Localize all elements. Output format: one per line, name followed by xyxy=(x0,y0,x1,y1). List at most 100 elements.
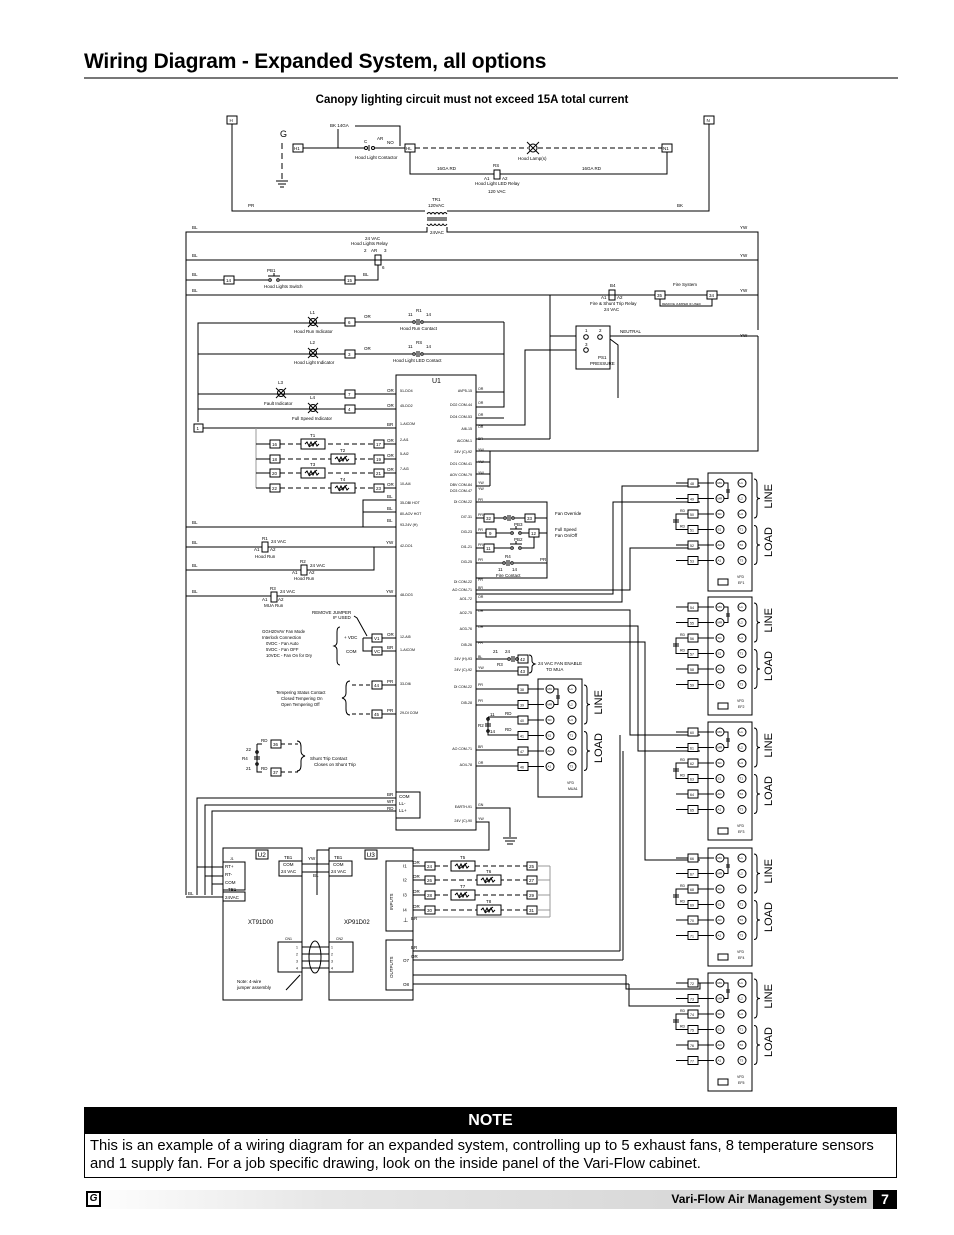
u1-pin-right: DI COM-22 xyxy=(454,580,472,584)
vfd-terminal-label: L2 xyxy=(740,997,744,1001)
vfd-terminal-right xyxy=(737,915,747,925)
vfd-terminal-right xyxy=(737,556,747,565)
wire-label: BR xyxy=(411,945,418,950)
controller-u2: U2 J1 RT+ RT- COM TB1 24VAC BL TB1 COM 2… xyxy=(186,847,303,1001)
terminal-label: 16 xyxy=(272,442,278,447)
terminal-label: 65 xyxy=(690,809,694,813)
wire-label: OR xyxy=(364,346,372,351)
contact-pin: 14 xyxy=(426,312,432,317)
ground-symbol-icon: ⊥ xyxy=(403,917,408,924)
vfd-terminal-right xyxy=(737,680,747,689)
wire-label: BR xyxy=(478,745,483,749)
note-body: This is an example of a wiring diagram f… xyxy=(90,1138,874,1172)
vfd-terminal-label: MC xyxy=(718,605,723,609)
wire-label: YW xyxy=(740,253,748,258)
relay-pin: 3 xyxy=(384,248,387,253)
terminal-42 xyxy=(517,654,529,664)
vfd-terminal-label: L3 xyxy=(740,1012,744,1016)
vfd-terminal-label: AC xyxy=(718,543,723,547)
brace-icon xyxy=(341,680,351,716)
hood-light-led-contact-label: Hood Light LED Contact xyxy=(393,358,442,363)
wire-label: RD xyxy=(680,509,686,513)
bus-pin: COM xyxy=(399,794,410,799)
u3-title-box xyxy=(364,849,378,860)
cn-pin: 2 xyxy=(296,953,298,957)
terminal-n-label: N xyxy=(707,118,710,123)
u1-pin-right: 24V (C)-90 xyxy=(454,819,472,823)
wire-label: BL xyxy=(192,563,198,568)
wire-label: BL xyxy=(387,518,393,523)
vfd-name: EF2 xyxy=(738,705,744,709)
line-label: LINE xyxy=(763,859,775,883)
wire-label: RD xyxy=(505,711,512,716)
vfd-terminal-left xyxy=(715,931,725,940)
wire-label: OR xyxy=(413,860,421,865)
vfd-terminal-left xyxy=(715,758,725,768)
vfd-id-box xyxy=(717,578,729,586)
u1-pin-right: DO2 COM-44 xyxy=(450,403,472,407)
vfd-terminal-label: A1 xyxy=(548,765,552,769)
thermistor-icon xyxy=(334,484,350,492)
transformer-primary-icon xyxy=(426,212,448,215)
vfd-terminal-label: MC xyxy=(718,856,723,860)
u1-pin-left: 7-AI3 xyxy=(400,467,409,471)
terminal-label: 23 xyxy=(376,486,382,491)
wire-label: OR xyxy=(411,954,419,959)
wire-label: PR xyxy=(387,679,394,684)
wire-label: BR xyxy=(387,422,394,427)
vfd-terminal-label: MR xyxy=(718,997,723,1001)
terminal-label: 70 xyxy=(690,919,694,923)
transformer-secondary-icon xyxy=(426,223,448,226)
u1-pin-right: DI COM-22 xyxy=(454,685,472,689)
vfd-terminal-right xyxy=(737,1040,747,1050)
vfd-terminal-right xyxy=(567,746,577,756)
thermistor-icon xyxy=(480,876,496,884)
terminal-label: 69 xyxy=(690,904,694,908)
vfd-terminal-left xyxy=(715,884,725,894)
wire-label: PR xyxy=(478,641,483,645)
relay-name: R1 xyxy=(262,536,268,541)
vfd-terminal-label: MR xyxy=(718,621,723,625)
u3-outputs-block xyxy=(385,939,414,991)
u1-pin-right: 24V (C)-92 xyxy=(454,668,472,672)
pressure-label: PRESSURE xyxy=(590,361,615,366)
vfd-terminal-right xyxy=(737,994,747,1003)
transformer-24vac-label: 24VAC xyxy=(430,230,445,235)
indicator-label: L3 xyxy=(278,380,284,385)
wire-label: OR xyxy=(387,632,395,637)
terminal-label: 20 xyxy=(272,471,278,476)
jumper-note: jumper assembly xyxy=(236,985,272,990)
pb1-label: PB1 xyxy=(267,268,276,273)
vfd-terminal-label: L3 xyxy=(740,887,744,891)
vfd-terminal-label: L1 xyxy=(740,856,744,860)
hood-light-led-relay-label: Hood Light LED Relay xyxy=(475,181,520,186)
vfd-terminal-label: T3 xyxy=(570,765,574,769)
note-box: NOTE This is an example of a wiring diag… xyxy=(84,1107,897,1178)
vfd-terminal-label: L2 xyxy=(570,703,574,707)
terminal-43 xyxy=(517,666,529,676)
wire-label: OR xyxy=(478,413,484,417)
fan-mode-label: 5VDC - Fan OFF xyxy=(266,647,299,652)
vfd-terminal-left xyxy=(545,731,555,740)
relay-rs-a1: A1 xyxy=(484,176,490,181)
remove-jumper-label: IF USED xyxy=(333,615,352,620)
terminal-label: VC xyxy=(374,649,381,654)
cn-pin: 4 xyxy=(331,967,333,971)
contact-c-label: C xyxy=(364,139,368,144)
load-label: LOAD xyxy=(763,902,775,932)
tempering-label: Tempering Status Contact xyxy=(276,690,326,695)
brace-icon xyxy=(753,727,761,768)
title-divider xyxy=(84,77,898,79)
terminal-label: V1 xyxy=(374,636,380,641)
relay-name: R3 xyxy=(270,586,276,591)
vfd-terminal-label: AC xyxy=(718,1043,723,1047)
vfd-terminal-right xyxy=(737,618,747,627)
brace-icon xyxy=(753,525,761,565)
load-label: LOAD xyxy=(763,776,775,806)
vfd-terminal-right xyxy=(567,700,577,709)
vfd-terminal-label: MR xyxy=(718,746,723,750)
vfd-terminal-label: L1 xyxy=(740,730,744,734)
vfd-terminal-left xyxy=(715,900,725,909)
